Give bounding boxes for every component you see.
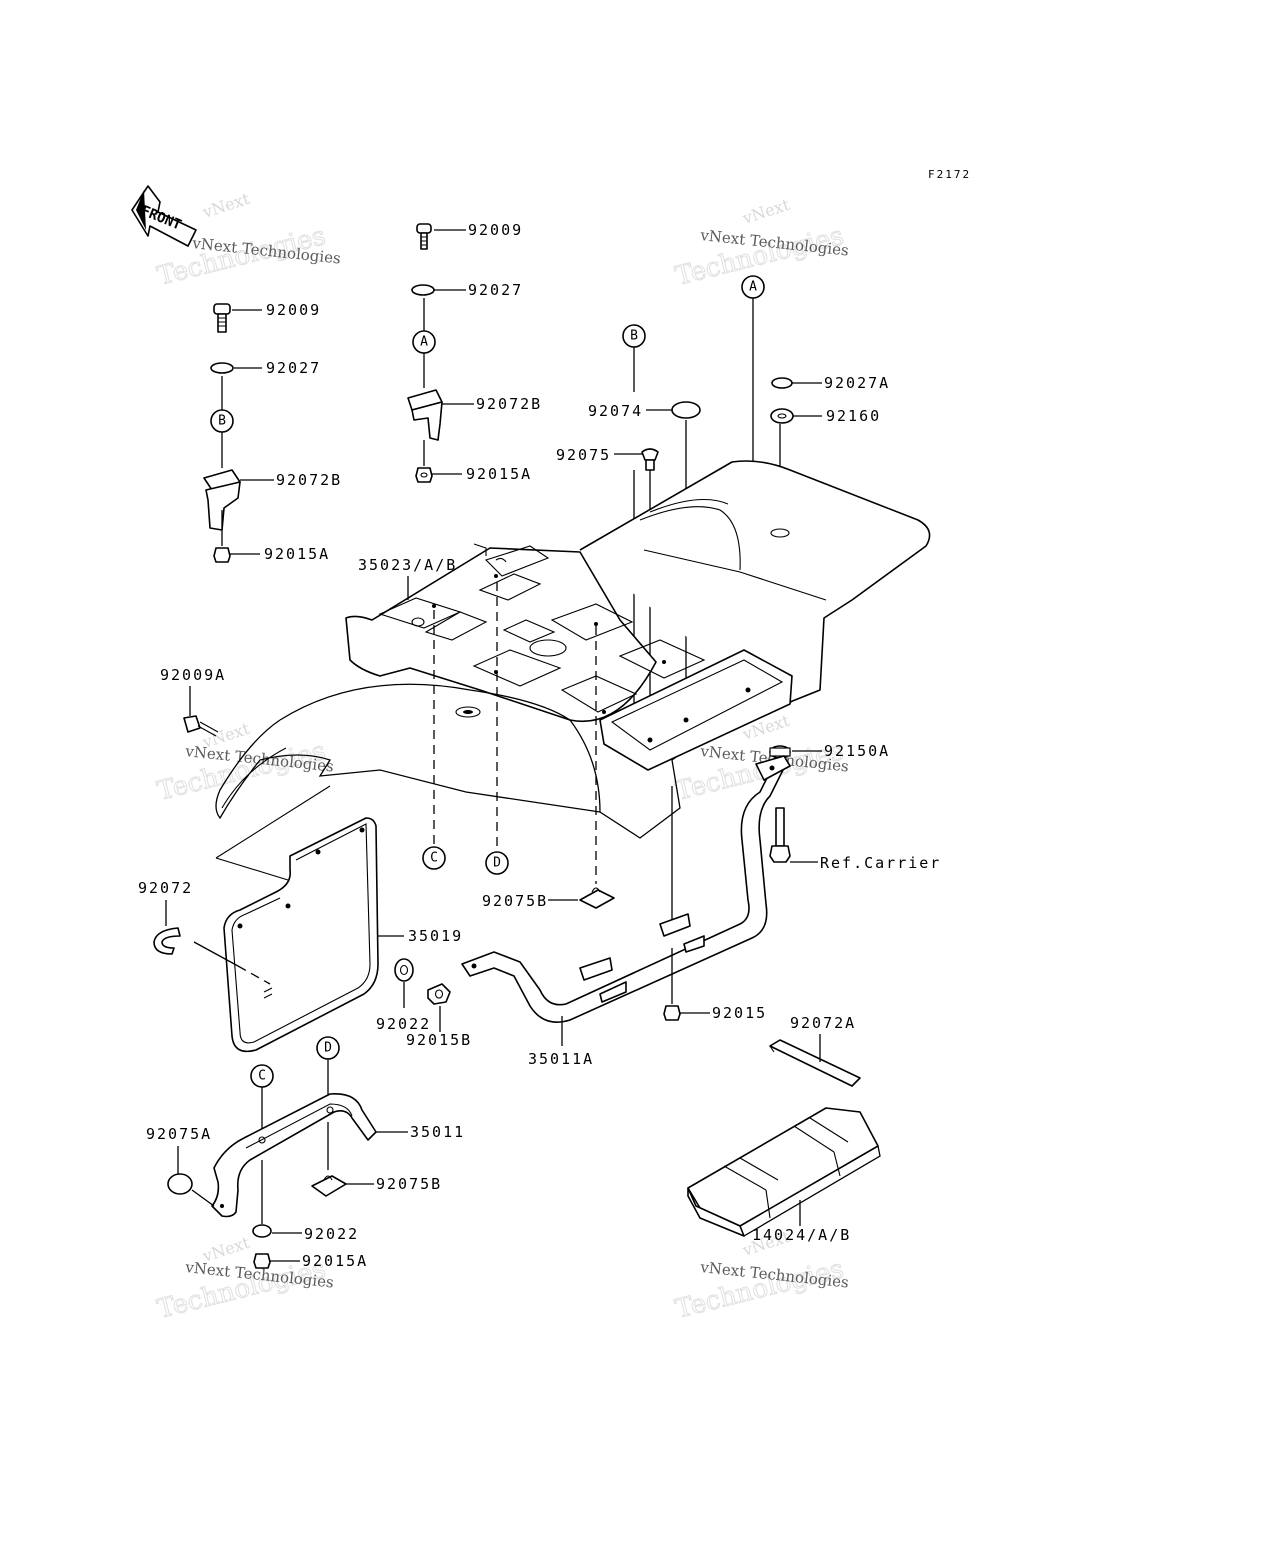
part-label-92075: 92075 — [556, 446, 611, 464]
part-label-92075a: 92075A — [146, 1125, 212, 1143]
part-label-ref-carrier: Ref.Carrier — [820, 854, 941, 872]
nut-icon — [415, 467, 433, 483]
part-label-92015a-low: 92015A — [302, 1252, 368, 1270]
callout-c-mid — [422, 846, 446, 870]
svg-text:D: D — [493, 856, 501, 871]
svg-text:C: C — [258, 1069, 266, 1084]
part-label-92075b-low: 92075B — [376, 1175, 442, 1193]
svg-text:A: A — [749, 280, 757, 295]
front-arrow-icon: FRONT — [131, 185, 197, 247]
bolt-icon-left — [213, 303, 231, 333]
part-label-35019: 35019 — [408, 927, 463, 945]
pin-icon-92075 — [641, 448, 659, 471]
part-label-35011a: 35011A — [528, 1050, 594, 1068]
clip-nut-icon-left — [203, 469, 241, 531]
washer-icon — [411, 284, 435, 296]
washer-icon-92022-low — [252, 1224, 272, 1238]
part-label-92022-low: 92022 — [304, 1225, 359, 1243]
washer-icon-92022-mid — [394, 958, 414, 982]
part-label-92075b-mid: 92075B — [482, 892, 548, 910]
part-label-92072b-mid: 92072B — [476, 395, 542, 413]
cushion-14024 — [687, 1107, 881, 1237]
watermark-bottom-left: vNext Technologies vNext Technologies — [154, 1233, 335, 1326]
part-label-92072a: 92072A — [790, 1014, 856, 1032]
bracket-35011a — [461, 755, 791, 1023]
figure-code: F2172 — [928, 168, 971, 181]
part-label-92072: 92072 — [138, 879, 193, 897]
svg-text:D: D — [324, 1041, 332, 1056]
part-label-92027-left: 92027 — [266, 359, 321, 377]
part-label-92150a: 92150A — [824, 742, 890, 760]
clip-nut-icon — [407, 389, 443, 441]
part-label-14024: 14024/A/B — [752, 1226, 851, 1244]
part-label-92009-left: 92009 — [266, 301, 321, 319]
clip-icon-92072 — [153, 927, 181, 955]
part-label-92015: 92015 — [712, 1004, 767, 1022]
damper-icon-92150a — [769, 745, 791, 759]
nut-icon-92015b — [427, 983, 451, 1005]
part-label-92015a-mid: 92015A — [466, 465, 532, 483]
svg-text:B: B — [630, 329, 638, 344]
part-label-92009-top: 92009 — [468, 221, 523, 239]
callout-d-mid — [485, 851, 509, 875]
mud-flap-35019 — [215, 785, 379, 1053]
watermark-top-right: vNext Technologies vNext Technologies — [672, 195, 850, 293]
part-label-92072b-left: 92072B — [276, 471, 342, 489]
part-label-92027a: 92027A — [824, 374, 890, 392]
washer-icon-left — [210, 362, 234, 374]
bracket-35011 — [211, 1093, 377, 1218]
part-label-92160: 92160 — [826, 407, 881, 425]
bolt-icon — [416, 223, 432, 250]
part-label-35011: 35011 — [410, 1123, 465, 1141]
part-label-92015a-left: 92015A — [264, 545, 330, 563]
svg-text:vNext: vNext — [199, 189, 252, 222]
watermark-mid-left: vNext Technologies vNext Technologies — [154, 719, 335, 808]
svg-text:C: C — [430, 851, 438, 866]
svg-text:vNext: vNext — [739, 195, 792, 228]
strap-icon-92072a — [769, 1039, 861, 1087]
grommet-icon-92160 — [770, 408, 794, 424]
nut-icon-92015a-low — [253, 1253, 271, 1269]
part-label-92074: 92074 — [588, 402, 643, 420]
cap-icon-92075a — [167, 1173, 193, 1195]
nut-plate-icon-92075b-mid — [579, 887, 615, 909]
rear-fender — [215, 460, 931, 839]
washer-icon-92027a — [771, 377, 793, 389]
part-label-92015b: 92015B — [406, 1031, 472, 1049]
svg-text:B: B — [218, 414, 226, 429]
nut-plate-icon-92075b-low — [311, 1175, 347, 1197]
part-label-92009a: 92009A — [160, 666, 226, 684]
part-label-92022-mid: 92022 — [376, 1015, 431, 1033]
nut-icon-left — [213, 547, 231, 563]
part-label-92027-top: 92027 — [468, 281, 523, 299]
bolt-icon-92009a — [183, 715, 219, 737]
part-label-35023: 35023/A/B — [358, 556, 457, 574]
cap-icon-92074 — [671, 401, 701, 419]
bolt-icon-ref-carrier — [769, 807, 791, 863]
svg-text:A: A — [420, 335, 428, 350]
nut-icon-92015 — [663, 1005, 681, 1021]
